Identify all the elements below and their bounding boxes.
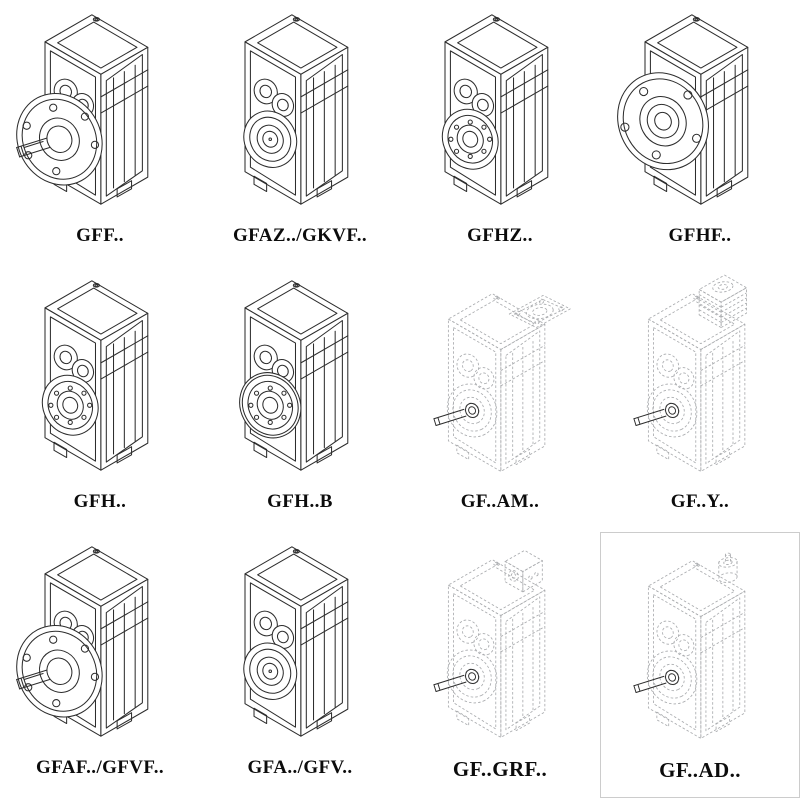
gearbox-isometric-drawing [243,546,349,737]
catalog-item-gfaz-gkvf: GFAZ../GKVF.. [200,0,400,266]
gearbox-isometric-drawing [633,552,746,739]
gearbox-drawing [406,536,594,756]
gearbox-drawing [6,270,194,490]
gearbox-drawing [6,4,194,224]
gearbox-isometric-drawing [433,293,571,472]
catalog-item-gf-grf: GF..GRF.. [400,532,600,798]
catalog-item-gff: GFF.. [0,0,200,266]
catalog-item-gf-am: GF..AM.. [400,266,600,532]
model-label: GFF.. [76,225,124,246]
model-label: GFAF../GFVF.. [35,757,164,778]
gearbox-isometric-drawing [617,14,749,205]
model-label: GFAZ../GKVF.. [233,225,367,246]
gearbox-drawing [406,270,594,490]
catalog-item-gf-y: GF..Y.. [600,266,800,532]
gearbox-isometric-drawing [16,14,149,205]
model-label: GFHZ.. [467,225,533,246]
gearbox-drawing [206,270,394,490]
gearbox-drawing [206,536,394,756]
gearbox-isometric-drawing [441,14,549,205]
model-label: GF..AM.. [460,491,540,512]
catalog-item-gfhf: GFHF.. [600,0,800,266]
model-label: GFHF.. [668,225,732,246]
catalog-item-gfh-b: GFH..B [200,266,400,532]
gearbox-isometric-drawing [433,549,546,738]
model-label: GFH.. [73,491,127,512]
gearbox-drawing [206,4,394,224]
gearbox-drawing [606,4,794,224]
model-label: GFA../GFV.. [247,757,353,778]
model-label: GF..AD.. [659,758,741,782]
gearbox-isometric-drawing [16,546,149,737]
catalog-item-gfaf-gfvf: GFAF../GFVF.. [0,532,200,798]
model-label: GFH..B [267,491,333,512]
gearbox-drawing [406,4,594,224]
gearbox-isometric-drawing [239,280,349,471]
gearbox-isometric-drawing [41,280,149,471]
gearbox-drawing [606,270,794,490]
gearbox-drawing [6,536,194,756]
gearbox-drawing [606,537,794,757]
gearbox-isometric-drawing [243,14,349,205]
catalog-item-gfh: GFH.. [0,266,200,532]
catalog-item-gfa-gfv: GFA../GFV.. [200,532,400,798]
model-label: GF..Y.. [670,491,730,512]
catalog-item-gfhz: GFHZ.. [400,0,600,266]
gearbox-isometric-drawing [633,274,747,472]
model-label: GF..GRF.. [452,757,548,781]
catalog-item-gf-ad: GF..AD.. [600,532,800,798]
